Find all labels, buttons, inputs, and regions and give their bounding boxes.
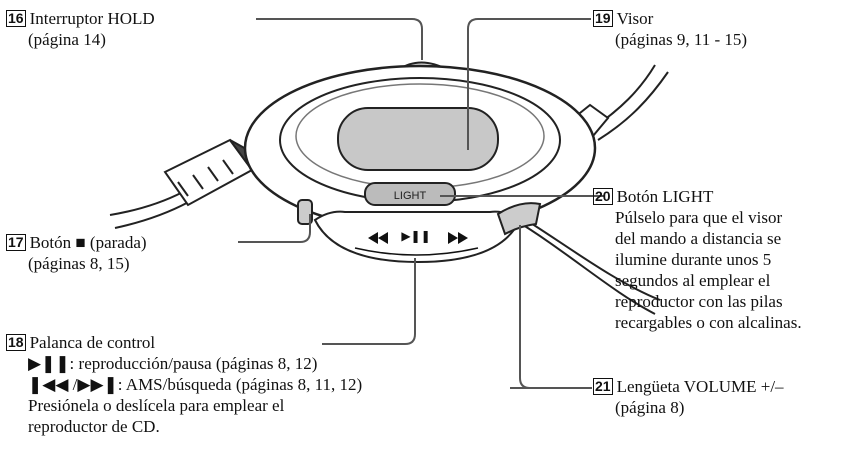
- rewind-icon: [368, 232, 388, 244]
- leader-lines: [238, 18, 605, 389]
- light-button-label: LIGHT: [394, 190, 427, 202]
- callout-title: Palanca de control: [29, 333, 156, 352]
- callout-line: segundos al emplear el: [615, 271, 771, 290]
- callout-line: (páginas 8, 15): [28, 254, 130, 273]
- callout-line: (página 8): [615, 398, 685, 417]
- callout-title: Visor: [616, 9, 654, 28]
- callout-line: ilumine durante unos 5: [615, 250, 772, 269]
- callout-number: 18: [6, 334, 26, 351]
- callout-line: Púlselo para que el visor: [615, 208, 783, 227]
- light-button[interactable]: [364, 182, 456, 206]
- callout-number: 16: [6, 10, 26, 27]
- lever-play-pause-symbol: ▶❚❚: [401, 229, 430, 243]
- callout-line: ❚◀◀ /▶▶❚: AMS/búsqueda (páginas 8, 11, 1…: [28, 375, 363, 394]
- callout-title: Botón LIGHT: [616, 187, 714, 206]
- callout-title: Lengüeta VOLUME +/–: [616, 377, 784, 396]
- callout-title: Botón ■ (parada): [29, 233, 147, 252]
- callout-line: reproductor de CD.: [28, 417, 160, 436]
- callout-line: (páginas 9, 11 - 15): [615, 30, 748, 49]
- callout-line: del mando a distancia se: [615, 229, 782, 248]
- callout-line: ▶❚❚: reproducción/pausa (páginas 8, 12): [28, 354, 318, 373]
- callout-number: 20: [593, 188, 613, 205]
- display-window: [337, 107, 499, 171]
- fast-forward-icon: [448, 232, 468, 244]
- callout-line: (página 14): [28, 30, 106, 49]
- callout-number: 21: [593, 378, 613, 395]
- callout-number: 17: [6, 234, 26, 251]
- callout-number: 19: [593, 10, 613, 27]
- callout-line: reproductor con las pilas: [615, 292, 783, 311]
- callout-line: Presiónela o deslícela para emplear el: [28, 396, 285, 415]
- callout-title: Interruptor HOLD: [29, 9, 155, 28]
- volume-tab[interactable]: [496, 202, 542, 236]
- callout-line: recargables o con alcalinas.: [615, 313, 802, 332]
- stop-button[interactable]: [297, 199, 313, 225]
- lever-arc: [354, 247, 479, 256]
